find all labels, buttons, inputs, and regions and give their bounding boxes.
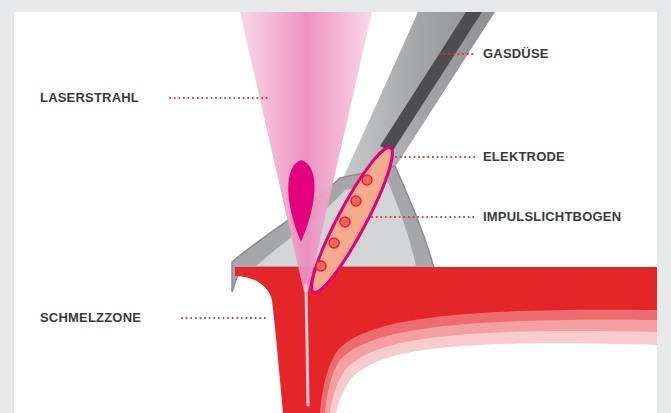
leader-lines xyxy=(170,54,476,318)
droplets xyxy=(316,175,372,271)
part-label: GASDÜSE xyxy=(483,46,549,62)
part-label: LASERSTRAHL xyxy=(40,90,139,106)
part-label: ELEKTRODE xyxy=(483,149,565,165)
part-label: SCHMELZZONE xyxy=(40,310,141,326)
pulsed-arc xyxy=(301,141,403,299)
panel xyxy=(14,12,657,413)
melt-zone xyxy=(235,267,657,413)
part-label: IMPULSLICHTBOGEN xyxy=(483,209,621,225)
plasma xyxy=(288,160,314,242)
keyhole xyxy=(306,285,308,405)
electrode xyxy=(380,12,482,152)
